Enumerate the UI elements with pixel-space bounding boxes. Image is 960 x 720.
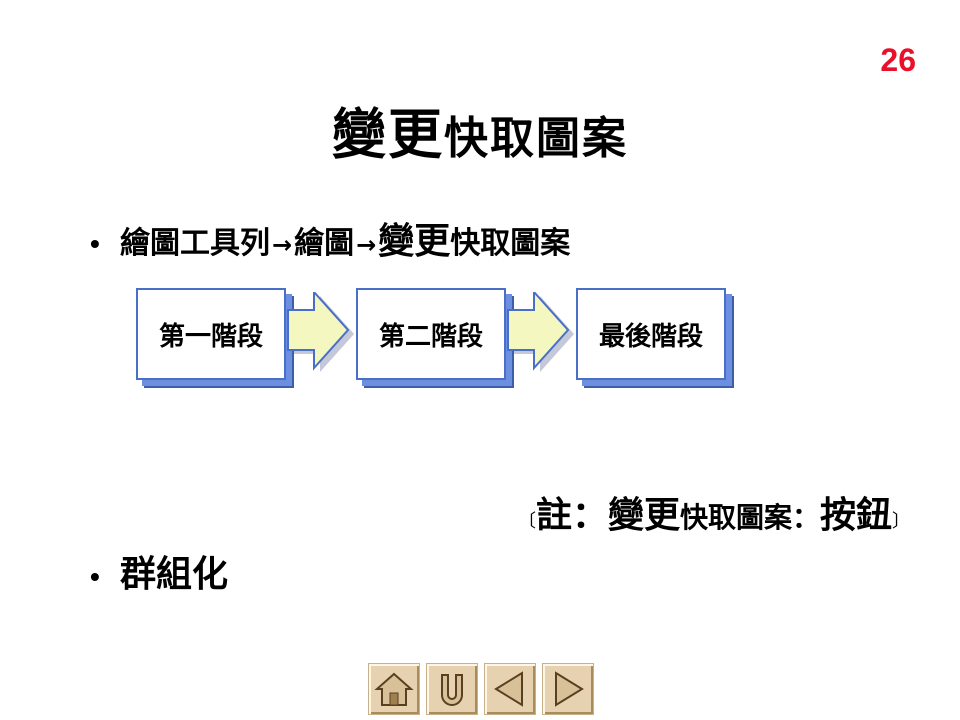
menu-path-toolbar: 繪圖工具列 xyxy=(120,226,270,261)
stage-label: 第一階段 xyxy=(158,321,263,352)
slide-title: 變更快取圖案 xyxy=(0,90,960,169)
flow-arrow-icon xyxy=(507,292,574,372)
note-part-2: 快取圖案： xyxy=(679,501,820,534)
stage-label: 第二階段 xyxy=(378,321,483,352)
bullet-menu-path: • 繪圖工具列 → 繪圖 → 變更 快取圖案 xyxy=(90,212,570,264)
bullet-dot: • xyxy=(90,561,100,592)
title-part-2: 快取圖案 xyxy=(444,113,628,164)
next-slide-button[interactable] xyxy=(542,663,594,715)
bullet-dot: • xyxy=(90,228,100,259)
return-button[interactable] xyxy=(426,663,478,715)
note-part-3: 按鈕 xyxy=(819,495,892,536)
flow-arrow-icon xyxy=(287,292,354,372)
stage-box-final: 最後階段 xyxy=(576,288,726,380)
title-part-1: 變更 xyxy=(332,103,444,166)
note-open-paren: 〔 xyxy=(517,511,536,532)
return-icon xyxy=(441,674,463,706)
page-number: 26 xyxy=(880,42,916,78)
menu-path-autoshape: 快取圖案 xyxy=(450,226,571,261)
stage-label: 最後階段 xyxy=(598,321,703,352)
menu-path-arrow: → xyxy=(272,231,293,259)
next-icon xyxy=(555,671,584,707)
menu-path-change: 變更 xyxy=(378,221,451,262)
grouping-label: 群組化 xyxy=(120,554,229,595)
stage-box-second: 第二階段 xyxy=(356,288,506,380)
home-icon xyxy=(374,672,414,706)
previous-slide-button[interactable] xyxy=(484,663,536,715)
note-part-1: 註：變更 xyxy=(535,495,680,536)
stage-box-first: 第一階段 xyxy=(136,288,286,380)
menu-path-arrow: → xyxy=(356,231,377,259)
note-text: 〔 註：變更 快取圖案： 按鈕 〕 xyxy=(518,486,910,538)
menu-path-draw: 繪圖 xyxy=(294,226,355,261)
note-close-paren: 〕 xyxy=(892,511,910,532)
slide-navigation xyxy=(368,663,594,715)
home-button[interactable] xyxy=(368,663,420,715)
bullet-grouping: • 群組化 xyxy=(90,545,228,597)
previous-icon xyxy=(494,671,523,707)
